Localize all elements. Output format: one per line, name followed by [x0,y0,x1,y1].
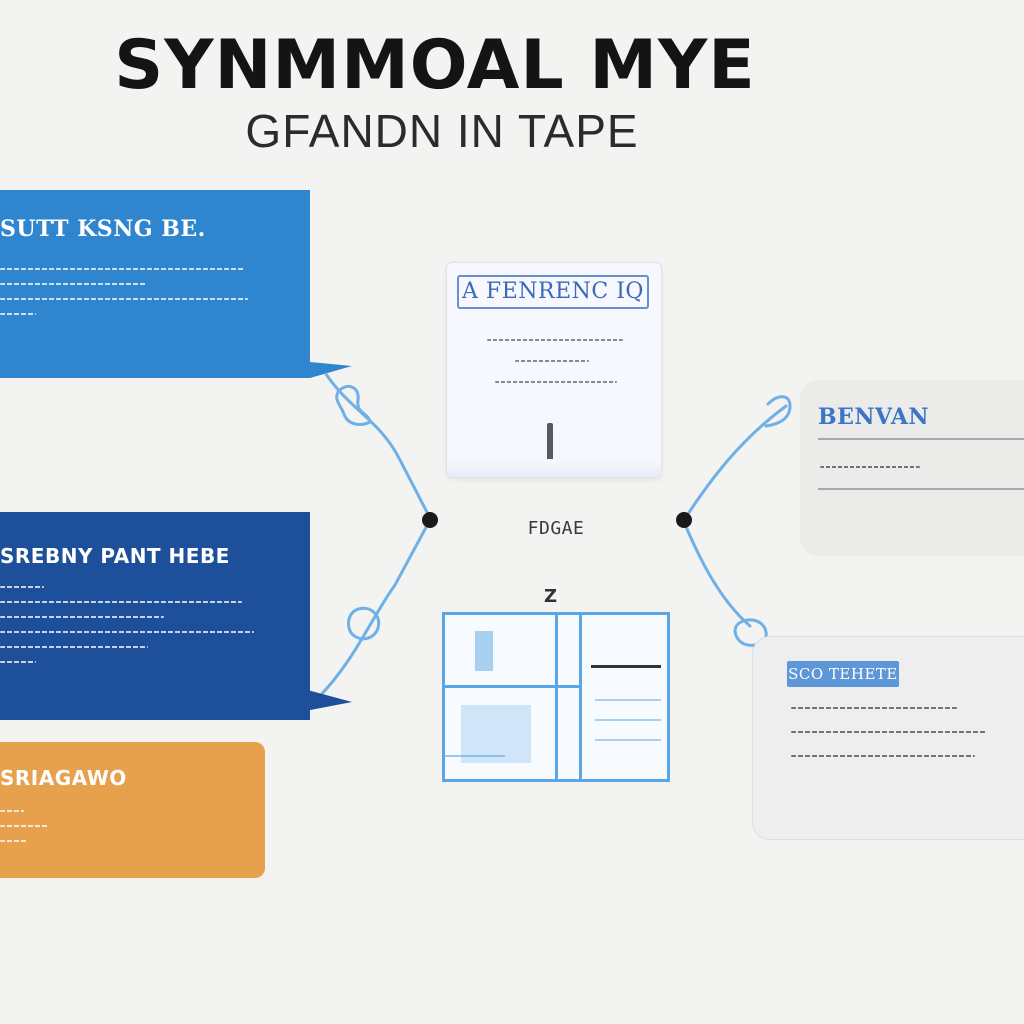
right-card-1: BENVAN [800,380,1024,556]
center-card-title: A FENRENC IQ [457,275,649,309]
node-right [676,512,692,528]
right-card-2-text-lines [791,707,987,779]
panel-navy-text-lines [0,586,254,676]
right-card-1-text-lines [820,466,920,481]
panel-orange-text-lines [0,810,48,855]
right-card-1-rule [818,438,1024,440]
center-card-base [447,459,661,477]
connector-top-left [310,362,352,378]
center-label: FDGAE [527,518,585,539]
right-card-2-tag: SCO TEHETE [787,661,899,687]
plan-wall [555,615,558,779]
plan-wall [445,685,555,688]
plan-room [461,705,531,763]
connector-line-bottom-left [316,518,432,700]
panel-navy: SREBNY PANT HEBE [0,512,310,720]
floor-plan [442,612,670,782]
plan-wall [591,665,661,668]
hand-icon-3 [764,395,792,428]
node-left [422,512,438,528]
panel-navy-heading: SREBNY PANT HEBE [0,544,230,568]
center-card: A FENRENC IQ [446,262,662,478]
panel-blue: SUTT KSNG BE. [0,190,310,378]
panel-orange: SRIAGAWO [0,742,265,878]
center-small-label: Z [544,586,558,607]
hand-icon-2 [347,606,381,641]
plan-wall [595,699,661,701]
connector-line-top-left [324,372,432,520]
right-card-2: SCO TEHETE [752,636,1024,840]
center-card-text-lines [487,339,623,402]
main-title: SYNMMOAL MYE [114,26,756,105]
plan-room [475,631,493,671]
pin-icon [547,423,553,465]
right-card-1-heading: BENVAN [818,404,930,430]
panel-blue-heading: SUTT KSNG BE. [0,216,206,242]
connector-line-top-right [682,404,788,522]
plan-wall [445,755,505,757]
subtitle: GFANDN IN TAPE [245,105,639,157]
connector-line-bottom-right [682,520,752,628]
panel-orange-heading: SRIAGAWO [0,766,127,790]
hand-icon-1 [335,384,372,426]
plan-wall [555,685,582,688]
plan-wall [595,739,661,741]
plan-wall [579,615,582,779]
plan-wall [595,719,661,721]
panel-blue-text-lines [0,268,248,328]
pointer-navy [300,688,352,712]
right-card-1-rule [818,488,1024,490]
